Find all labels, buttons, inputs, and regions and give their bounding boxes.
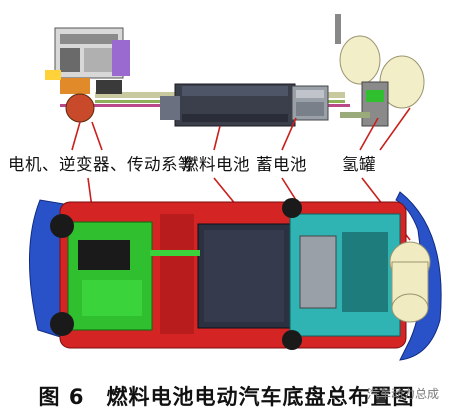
fuel-cell-top [160, 83, 296, 127]
label-fuel-cell: 燃料电池 [182, 155, 250, 174]
top-component-view [45, 14, 425, 127]
figure-caption: 图 6 燃料电池电动汽车底盘总布置图 [38, 385, 415, 409]
chassis-bottom-view [29, 191, 442, 361]
battery-top [291, 85, 329, 121]
watermark: 汽车动力总成 [366, 387, 439, 401]
label-h2-tank: 氢罐 [342, 155, 376, 174]
motor-inverter-assembly [45, 27, 130, 123]
label-motor-inverter: 电机、逆变器、传动系等 [8, 155, 195, 174]
label-battery: 蓄电池 [256, 155, 307, 174]
h2-tanks-top [335, 14, 425, 127]
